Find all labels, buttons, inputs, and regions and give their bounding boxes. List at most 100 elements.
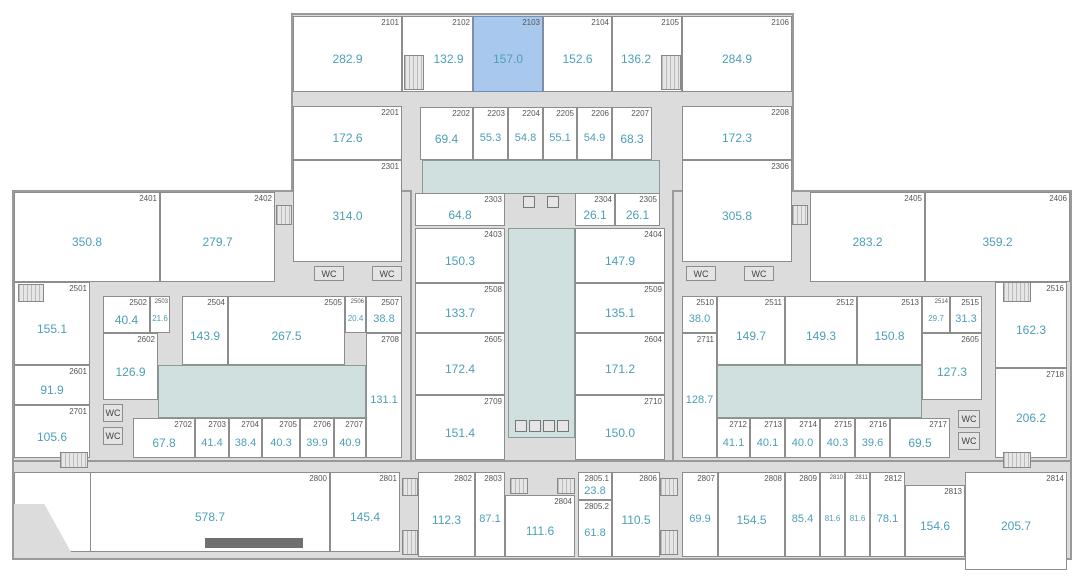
room-area: 110.5 [621, 512, 651, 527]
room-number: 2103 [522, 18, 540, 27]
room-number: 2208 [771, 108, 789, 117]
stairs-icon [557, 478, 575, 494]
room-area: 147.9 [604, 253, 636, 268]
room-number: 2509 [644, 285, 662, 294]
stairs-icon [660, 530, 678, 555]
room-number: 2702 [174, 420, 192, 429]
room-area: 81.6 [824, 513, 841, 523]
room-number: 2506 [350, 299, 364, 305]
room-number: 2802 [454, 474, 472, 483]
room-area: 64.8 [448, 207, 472, 222]
room-number: 2502 [129, 298, 147, 307]
room-area: 128.7 [685, 394, 714, 406]
room-area: 171.2 [604, 362, 636, 376]
room-number: 2514 [934, 299, 948, 305]
wc: WC [103, 404, 123, 422]
room-area: 279.7 [202, 235, 233, 249]
room-number: 2812 [884, 474, 902, 483]
room-2506[interactable]: 2506 20.4 [345, 296, 366, 333]
room-area: 23.8 [584, 484, 606, 497]
room-area: 359.2 [982, 235, 1013, 249]
room-area: 55.3 [479, 132, 502, 144]
stairs-icon [792, 205, 808, 225]
room-2502[interactable]: 2502 40.4 [103, 296, 150, 333]
room-area: 20.4 [347, 313, 364, 323]
room-area: 40.4 [114, 312, 139, 327]
